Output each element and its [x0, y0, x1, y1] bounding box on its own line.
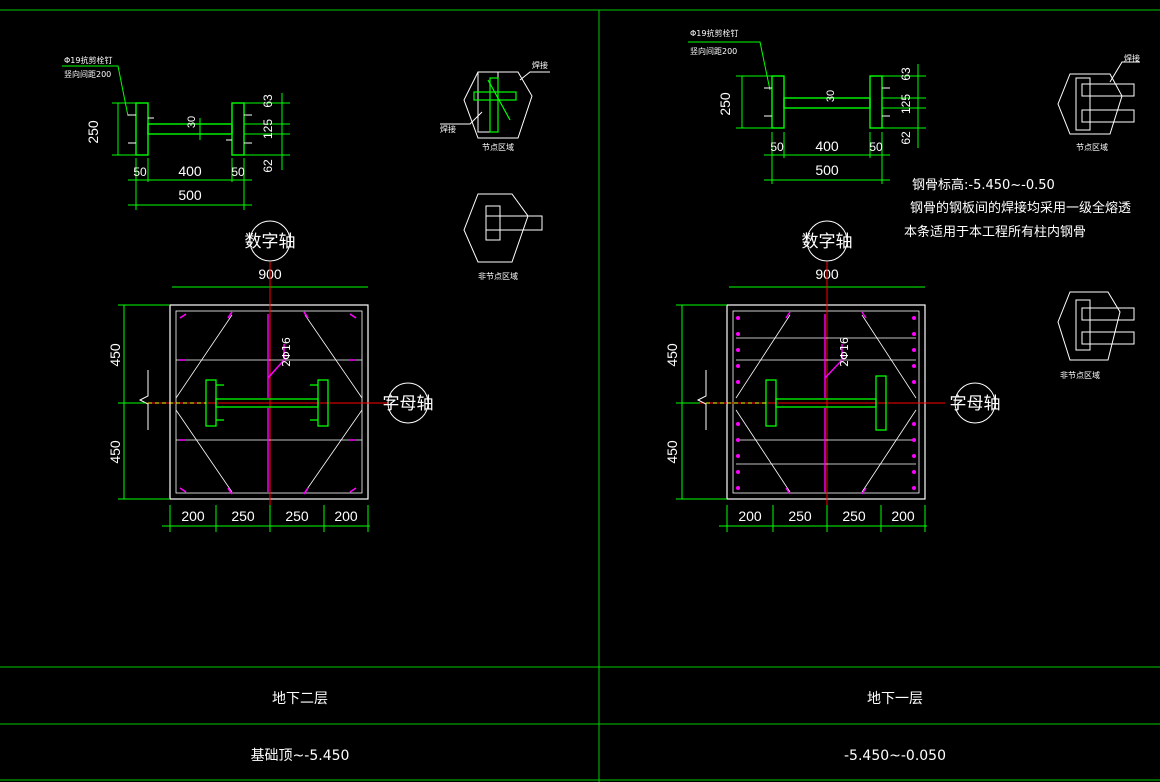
panel-right: Φ19抗剪栓钉 竖向间距200	[664, 28, 1140, 764]
dim-flange-l-right: 50	[770, 140, 784, 154]
dim-flange-l: 50	[133, 165, 147, 179]
floor-label-right: 地下一层	[867, 691, 923, 707]
letter-axis-label: 字母轴	[383, 394, 434, 414]
weld-label-right: 焊接	[1124, 53, 1140, 63]
steel-section-detail-right: Φ19抗剪栓钉 竖向间距200	[688, 28, 926, 184]
node-detail-right: 焊接 节点区域	[1057, 53, 1140, 152]
dim-web-len: 400	[178, 163, 202, 179]
stud-note-2: 竖向间距200	[64, 69, 111, 79]
steel-section-detail: Φ19抗剪栓钉 竖向间距200	[62, 55, 290, 210]
design-notes: 钢骨标高:-5.450~-0.50 钢骨的钢板间的焊接均采用一级全熔透 本条适用…	[904, 177, 1131, 240]
node-zone-label-right: 节点区域	[1076, 142, 1108, 152]
col-dim-h2: 250	[231, 508, 255, 524]
col-dim-h3-right: 250	[842, 508, 866, 524]
stud-note-1: Φ19抗剪栓钉	[64, 55, 112, 65]
dim-height-right: 250	[717, 92, 733, 116]
dim-bot-right: 62	[899, 131, 913, 145]
numeric-axis-label-right: 数字轴	[802, 232, 853, 252]
panel-left: Φ19抗剪栓钉 竖向间距200	[62, 55, 550, 764]
col-dim-v1: 450	[107, 343, 123, 367]
col-dim-h3: 250	[285, 508, 309, 524]
rebar-label: 2Φ16	[280, 337, 293, 367]
elevation-label-left: 基础顶~-5.450	[251, 747, 350, 764]
dim-web-t-right: 30	[825, 90, 837, 102]
note-1: 钢骨标高:-5.450~-0.50	[912, 177, 1055, 193]
node-zone-label: 节点区域	[482, 142, 514, 152]
dim-mid-right: 125	[899, 94, 913, 114]
weld-label-1: 焊接	[532, 60, 548, 70]
dim-top: 63	[261, 94, 275, 108]
col-dim-v2-right: 450	[664, 440, 680, 464]
note-2: 钢骨的钢板间的焊接均采用一级全熔透	[910, 200, 1131, 216]
col-dim-h4-right: 200	[891, 508, 915, 524]
col-dim-h1: 200	[181, 508, 205, 524]
non-node-detail: 非节点区域	[463, 193, 543, 281]
col-dim-h4: 200	[334, 508, 358, 524]
column-section: 数字轴 900	[107, 220, 434, 532]
non-node-zone-label-right: 非节点区域	[1060, 370, 1100, 380]
column-section-right: 数字轴 900	[664, 220, 1001, 532]
stud-note-1-right: Φ19抗剪栓钉	[690, 28, 738, 38]
drawing-frame	[0, 9, 1160, 782]
dim-height: 250	[85, 120, 101, 144]
col-dim-v2: 450	[107, 440, 123, 464]
stud-note-2-right: 竖向间距200	[690, 46, 737, 56]
dim-web-t: 30	[186, 116, 198, 128]
dim-total: 500	[178, 187, 202, 203]
elevation-label-right: -5.450~-0.050	[844, 748, 946, 764]
dim-web-len-right: 400	[815, 138, 839, 154]
dim-bot: 62	[261, 159, 275, 173]
col-dim-v1-right: 450	[664, 343, 680, 367]
dim-mid: 125	[261, 119, 275, 139]
rebar-label-right: 2Φ16	[838, 337, 851, 367]
dim-top-right: 63	[899, 67, 913, 81]
numeric-axis-label: 数字轴	[245, 232, 296, 252]
col-dim-h1-right: 200	[738, 508, 762, 524]
dim-flange-r: 50	[231, 165, 245, 179]
dim-total-right: 500	[815, 162, 839, 178]
floor-label-left: 地下二层	[272, 691, 328, 707]
note-3: 本条适用于本工程所有柱内钢骨	[904, 224, 1086, 240]
dim-flange-r-right: 50	[869, 140, 883, 154]
non-node-zone-label: 非节点区域	[478, 271, 518, 281]
letter-axis-label-right: 字母轴	[950, 394, 1001, 414]
weld-label-2: 焊接	[440, 124, 456, 134]
node-detail: 焊接 焊接 节点区域	[440, 60, 550, 152]
col-dim-h2-right: 250	[788, 508, 812, 524]
non-node-detail-right: 非节点区域	[1057, 291, 1135, 380]
